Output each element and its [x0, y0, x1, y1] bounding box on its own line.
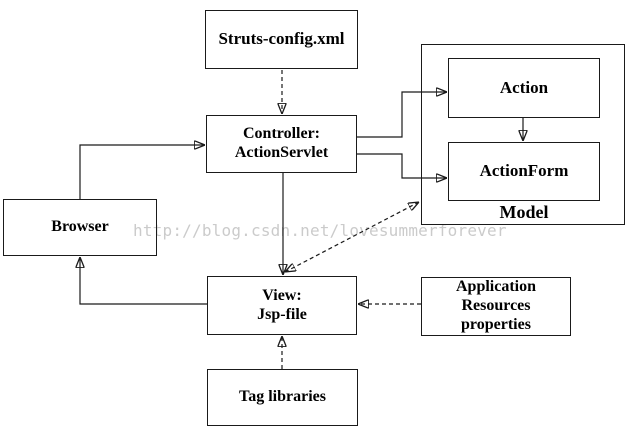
- action-box: Action: [448, 58, 600, 118]
- application-resources-line3: properties: [461, 315, 531, 333]
- actionform-box: ActionForm: [448, 142, 600, 201]
- struts-config-box: Struts-config.xml: [205, 10, 358, 69]
- tag-libraries-box: Tag libraries: [207, 369, 358, 426]
- view-box: View: Jsp-file: [207, 276, 357, 335]
- tag-libraries-label: Tag libraries: [239, 388, 326, 406]
- model-caption: Model: [448, 202, 600, 223]
- actionform-label: ActionForm: [479, 161, 569, 181]
- browser-label: Browser: [51, 218, 109, 236]
- application-resources-box: Application Resources properties: [421, 277, 571, 336]
- controller-label-line1: Controller:: [242, 125, 320, 143]
- view-label-line2: Jsp-file: [257, 305, 307, 323]
- application-resources-line2: Resources: [461, 297, 531, 315]
- arrow-view-model-bidirectional: [285, 202, 419, 272]
- model-label: Model: [499, 202, 549, 222]
- controller-label-line2: ActionServlet: [234, 144, 329, 161]
- arrow-view-to-browser: [80, 257, 207, 305]
- browser-box: Browser: [3, 199, 157, 256]
- application-resources-line1: Application: [455, 278, 536, 296]
- model-container-box: [421, 44, 625, 225]
- action-label: Action: [499, 77, 549, 97]
- arrow-controller-to-actionform: [357, 153, 447, 178]
- view-label-line1: View:: [262, 286, 302, 304]
- arrow-controller-to-action: [357, 92, 447, 138]
- struts-config-label: Struts-config.xml: [218, 29, 345, 49]
- arrow-browser-to-controller: [79, 145, 205, 199]
- controller-box: Controller: ActionServlet: [206, 115, 357, 173]
